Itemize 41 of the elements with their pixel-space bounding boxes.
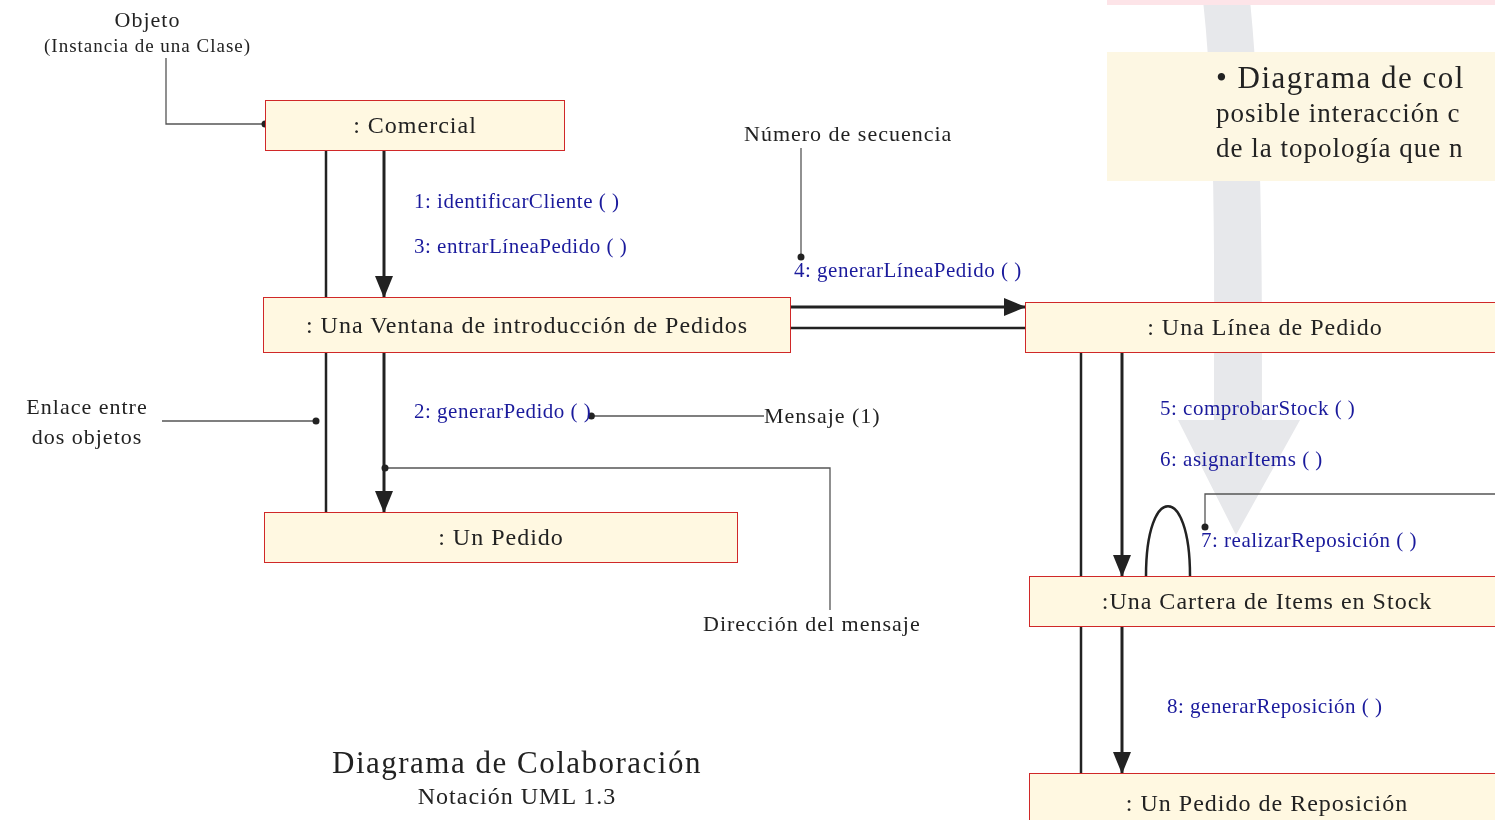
object-box: : Un Pedido de Reposición [1029,773,1495,820]
link-line [324,151,328,297]
note-heading: • Diagrama de col [1216,60,1466,96]
annotation-text: Mensaje (1) [764,402,881,430]
object-box: :Una Cartera de Items en Stock [1029,576,1495,627]
annotation-text: Enlace entre dos objetos [12,392,162,452]
annotation-text: Dirección del mensaje [703,610,921,638]
leader-line [587,412,765,420]
message-arrow [375,353,393,513]
link-line [791,326,1025,330]
leader-line [1201,493,1495,531]
diagram-title: Diagrama de Colaboración [331,745,703,781]
object-box: : Una Ventana de introducción de Pedidos [263,297,791,353]
message-arrow [375,151,393,298]
link-line [1079,353,1083,576]
link-line [324,353,328,512]
object-box: : Un Pedido [264,512,738,563]
message-arrow [791,298,1026,316]
object-box: : Una Línea de Pedido [1025,302,1495,353]
message-label: 5: comprobarStock ( ) [1160,395,1356,421]
diagram-subtitle: Notación UML 1.3 [416,783,618,810]
leader-line [381,464,831,611]
message-label: 7: realizarReposición ( ) [1201,527,1417,553]
leader-line [161,417,320,425]
message-label: 1: identificarCliente ( ) [414,188,620,214]
message-label: 8: generarReposición ( ) [1167,693,1383,719]
note-box [1107,52,1495,181]
message-label: 6: asignarItems ( ) [1160,446,1323,472]
link-line [1079,627,1083,773]
leader-line [797,147,805,261]
object-box: : Comercial [265,100,565,151]
message-label: 4: generarLíneaPedido ( ) [794,257,1022,283]
annotation-text: Número de secuencia [744,120,953,148]
message-arrow [1113,353,1131,577]
annotation-text: Objeto [113,6,182,34]
link-line [1144,505,1192,577]
message-label: 3: entrarLíneaPedido ( ) [414,233,628,259]
annotation-subtext: (Instancia de una Clase) [44,34,252,58]
message-label: 2: generarPedido ( ) [414,398,592,424]
note-text: posible interacción c de la topología que n [1216,97,1465,165]
message-arrow [1113,627,1131,774]
